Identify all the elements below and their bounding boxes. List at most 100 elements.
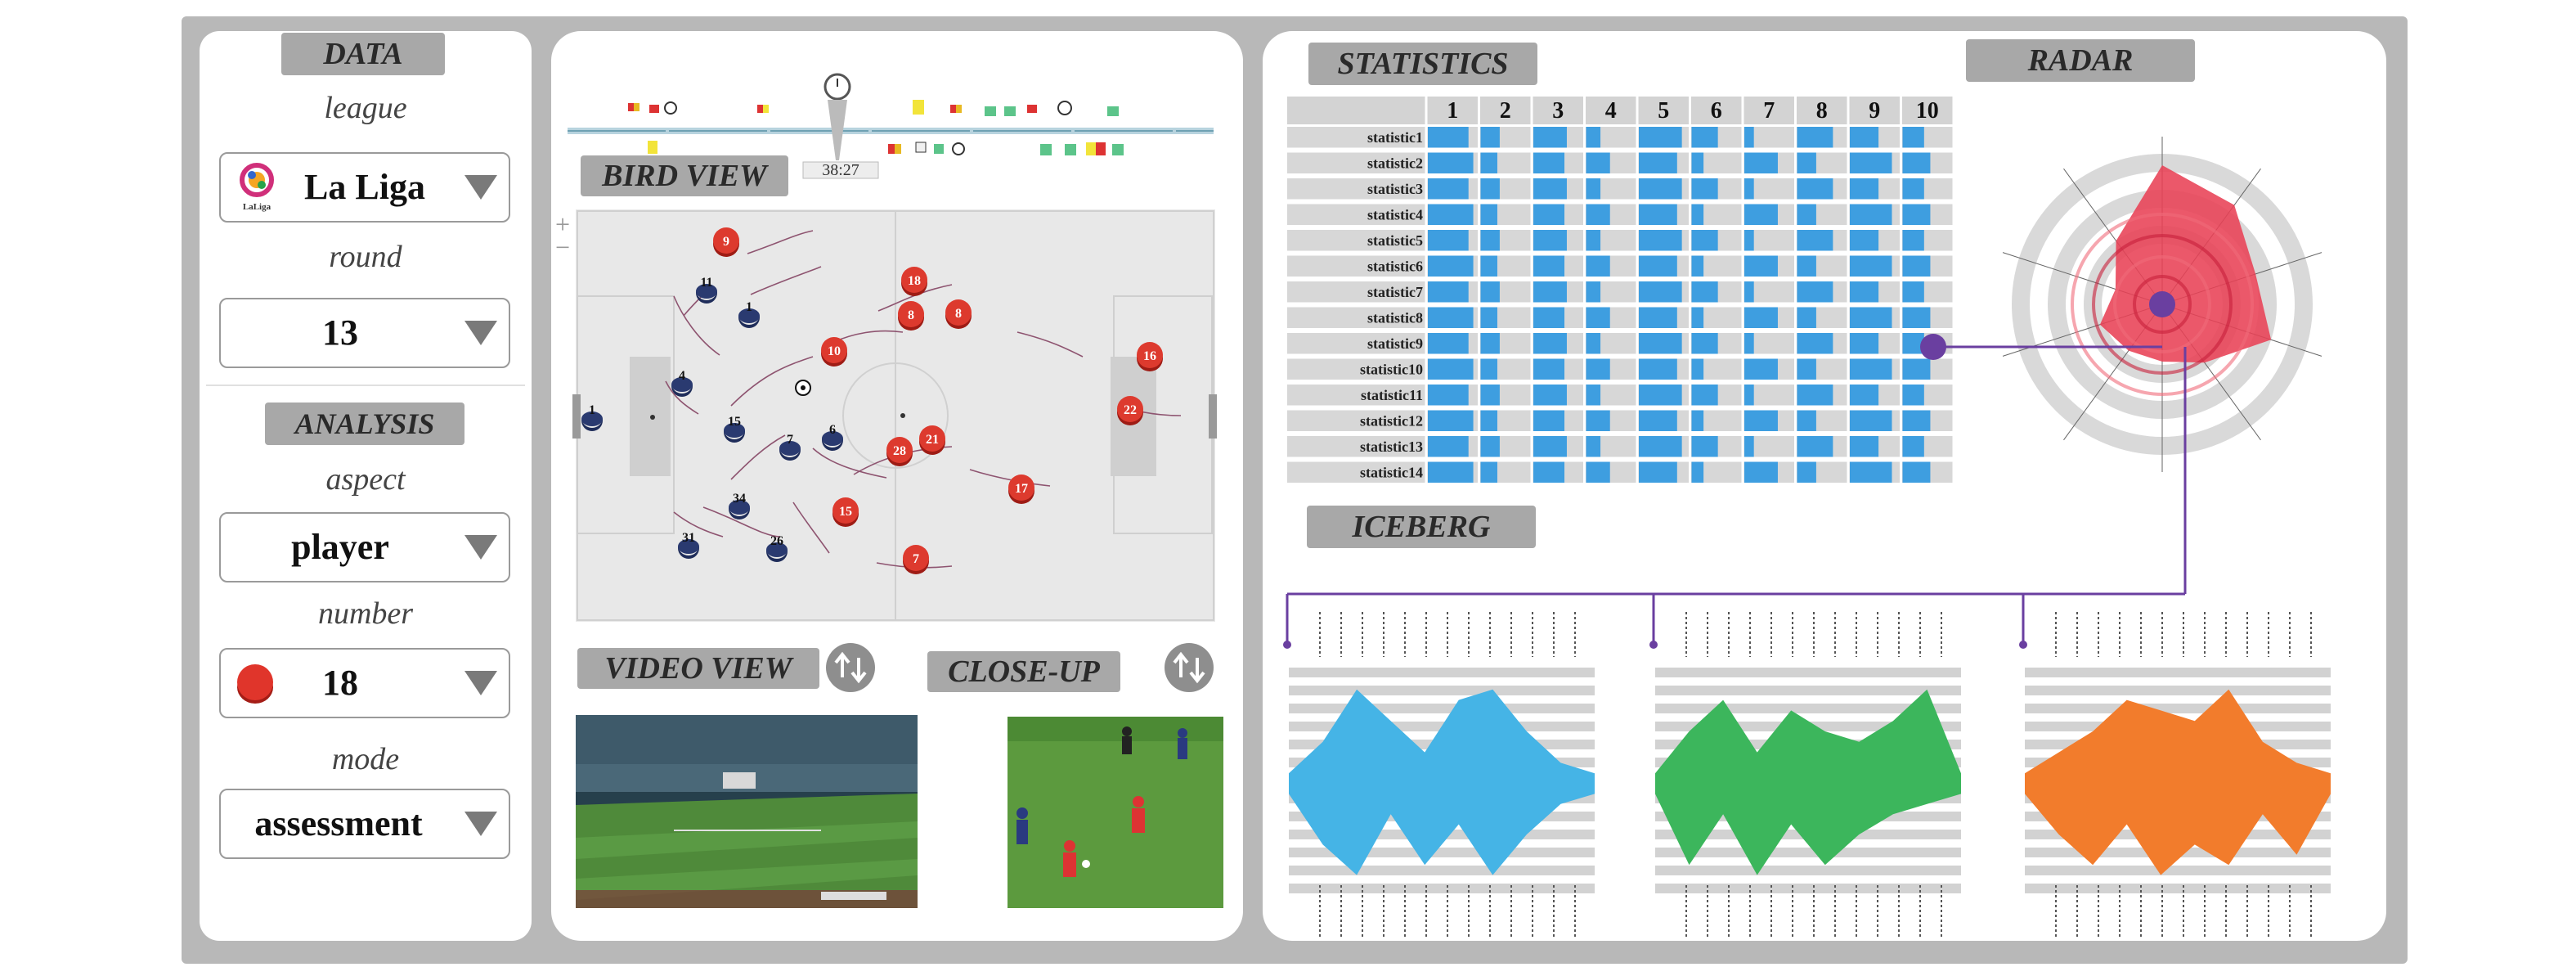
stat-bar[interactable]: [1691, 333, 1718, 354]
stat-bar[interactable]: [1902, 152, 1931, 174]
stat-bar[interactable]: [1533, 255, 1565, 277]
stat-bar[interactable]: [1480, 358, 1497, 380]
stat-bar[interactable]: [1480, 436, 1500, 457]
red-player-marker[interactable]: 21: [919, 425, 945, 455]
league-dropdown[interactable]: LaLiga La Liga: [219, 152, 510, 223]
stat-bar[interactable]: [1850, 204, 1892, 226]
stat-bar[interactable]: [1480, 333, 1500, 354]
stat-bar[interactable]: [1850, 152, 1892, 174]
stat-bar[interactable]: [1639, 333, 1682, 354]
stat-bar[interactable]: [1533, 436, 1567, 457]
blue-player-marker[interactable]: 4: [671, 369, 693, 397]
round-dropdown[interactable]: 13: [219, 298, 510, 368]
blue-player-marker[interactable]: 31: [678, 531, 699, 559]
stat-bar[interactable]: [1691, 127, 1718, 148]
stat-bar[interactable]: [1428, 436, 1469, 457]
clock-icon[interactable]: [824, 73, 851, 160]
blue-player-marker[interactable]: 1: [738, 300, 760, 328]
stat-bar[interactable]: [1691, 178, 1718, 200]
stat-bar[interactable]: [1533, 152, 1565, 174]
stat-bar[interactable]: [1480, 204, 1497, 226]
stat-bar[interactable]: [1902, 307, 1931, 329]
stat-bar[interactable]: [1480, 178, 1500, 200]
stat-bar[interactable]: [1850, 333, 1879, 354]
stat-bar[interactable]: [1797, 204, 1816, 226]
video-view-frame[interactable]: [576, 715, 918, 908]
red-player-marker[interactable]: 7: [903, 545, 929, 574]
stat-bar[interactable]: [1639, 281, 1682, 303]
stat-bar[interactable]: [1533, 385, 1567, 406]
stat-bar[interactable]: [1744, 385, 1754, 406]
stat-bar[interactable]: [1428, 230, 1469, 251]
stat-bar[interactable]: [1691, 385, 1718, 406]
stat-bar[interactable]: [1533, 333, 1567, 354]
red-player-marker[interactable]: 28: [886, 437, 913, 466]
blue-player-marker[interactable]: 34: [729, 492, 750, 519]
red-player-marker[interactable]: 18: [901, 267, 927, 296]
stat-bar[interactable]: [1850, 281, 1879, 303]
stat-bar[interactable]: [1691, 204, 1704, 226]
stat-bar[interactable]: [1691, 230, 1718, 251]
aspect-dropdown[interactable]: player: [219, 512, 510, 582]
stat-bar[interactable]: [1744, 461, 1778, 484]
stat-bar[interactable]: [1902, 461, 1931, 484]
stat-bar[interactable]: [1744, 204, 1778, 226]
stat-bar[interactable]: [1691, 152, 1704, 174]
stat-bar[interactable]: [1639, 204, 1677, 226]
iceberg-lower-area[interactable]: [1655, 784, 1961, 875]
stat-bar[interactable]: [1691, 255, 1704, 277]
stat-bar[interactable]: [1902, 436, 1924, 457]
red-player-marker[interactable]: 8: [945, 299, 972, 329]
swap-closeup-icon[interactable]: [1163, 641, 1215, 694]
stat-bar[interactable]: [1639, 436, 1682, 457]
stat-bar[interactable]: [1428, 178, 1469, 200]
stat-bar[interactable]: [1480, 307, 1497, 329]
iceberg-lower-area[interactable]: [2025, 784, 2331, 875]
stat-bar[interactable]: [1691, 436, 1718, 457]
stat-bar[interactable]: [1533, 307, 1565, 329]
stat-bar[interactable]: [1797, 178, 1833, 200]
stat-bar[interactable]: [1744, 281, 1754, 303]
iceberg-charts[interactable]: [1263, 334, 2386, 947]
radar-center-node[interactable]: [2149, 291, 2175, 317]
stat-bar[interactable]: [1902, 333, 1924, 354]
stat-bar[interactable]: [1586, 281, 1601, 303]
blue-player-marker[interactable]: 15: [724, 415, 745, 443]
stat-bar[interactable]: [1744, 178, 1754, 200]
stat-bar[interactable]: [1797, 255, 1816, 277]
stat-bar[interactable]: [1586, 461, 1610, 484]
stat-bar[interactable]: [1639, 385, 1682, 406]
stat-bar[interactable]: [1902, 230, 1924, 251]
stat-bar[interactable]: [1428, 385, 1469, 406]
stat-bar[interactable]: [1850, 127, 1879, 148]
stat-bar[interactable]: [1797, 127, 1833, 148]
stat-bar[interactable]: [1744, 333, 1754, 354]
stat-bar[interactable]: [1639, 152, 1677, 174]
stat-bar[interactable]: [1533, 178, 1567, 200]
stat-bar[interactable]: [1428, 152, 1474, 174]
stat-bar[interactable]: [1902, 127, 1924, 148]
stat-bar[interactable]: [1850, 410, 1892, 432]
stat-bar[interactable]: [1902, 204, 1931, 226]
stat-bar[interactable]: [1639, 255, 1677, 277]
stat-bar[interactable]: [1533, 461, 1565, 484]
stat-bar[interactable]: [1902, 178, 1924, 200]
stat-bar[interactable]: [1797, 333, 1833, 354]
stat-bar[interactable]: [1744, 255, 1778, 277]
stat-bar[interactable]: [1850, 178, 1879, 200]
blue-player-marker[interactable]: 7: [779, 433, 801, 461]
match-timeline[interactable]: 38:27: [568, 39, 1227, 179]
red-player-marker[interactable]: 22: [1117, 396, 1143, 425]
stat-bar[interactable]: [1480, 281, 1500, 303]
stat-bar[interactable]: [1586, 410, 1610, 432]
iceberg-upper-area[interactable]: [2025, 689, 2331, 784]
stat-bar[interactable]: [1850, 385, 1879, 406]
stat-bar[interactable]: [1797, 358, 1816, 380]
stat-bar[interactable]: [1586, 255, 1610, 277]
stat-bar[interactable]: [1797, 152, 1816, 174]
stat-bar[interactable]: [1533, 281, 1567, 303]
blue-player-marker[interactable]: 1: [581, 403, 603, 431]
red-player-marker[interactable]: 17: [1008, 475, 1034, 504]
